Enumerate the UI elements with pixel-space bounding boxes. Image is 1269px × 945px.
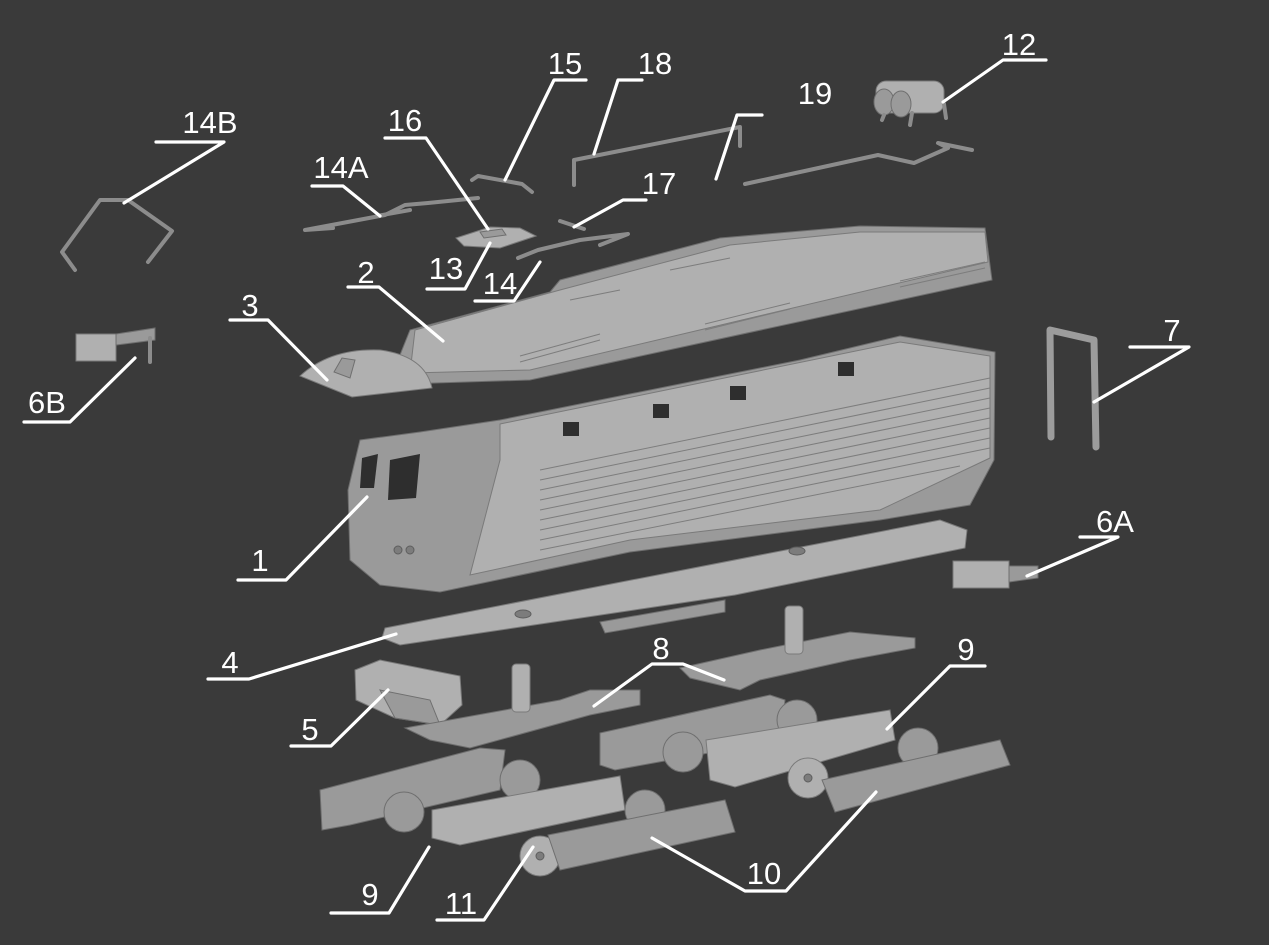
part-5-weight <box>354 659 463 726</box>
leader-line <box>22 356 137 424</box>
part-9-10-11-bogies <box>319 694 1011 877</box>
callout-6a: 6A <box>1025 504 1134 578</box>
leader-line <box>310 184 382 218</box>
leader-line <box>236 495 369 582</box>
part-6a-coupler <box>952 560 1039 589</box>
leader-line <box>885 664 987 731</box>
callout-4: 4 <box>206 632 398 681</box>
callout-label: 14B <box>182 105 237 140</box>
callout-label: 10 <box>747 856 781 891</box>
callout-5: 5 <box>289 688 390 748</box>
callout-label: 8 <box>652 631 669 666</box>
callout-9b: 9 <box>329 845 431 915</box>
callout-13: 13 <box>425 241 492 291</box>
callout-1: 1 <box>236 495 369 582</box>
leader-line <box>122 140 226 205</box>
callout-label: 14A <box>313 150 368 185</box>
callout-label: 17 <box>642 166 676 201</box>
leader-line <box>329 845 431 915</box>
part-1-body-shell <box>347 335 996 593</box>
callout-8: 8 <box>592 631 726 708</box>
callout-label: 9 <box>361 877 378 912</box>
part-7-end-frame <box>1046 326 1100 451</box>
callout-19: 19 <box>714 76 832 181</box>
leader-line <box>503 78 588 182</box>
callout-18: 18 <box>592 46 672 156</box>
callout-2: 2 <box>346 255 445 343</box>
callout-7: 7 <box>1092 313 1191 404</box>
leader-line <box>572 198 648 229</box>
leader-line <box>1092 345 1191 404</box>
leader-line <box>206 632 398 681</box>
part-6b-coupler <box>75 327 156 364</box>
part-18-rail <box>572 125 742 187</box>
part-2-roof <box>399 225 993 385</box>
callout-label: 11 <box>445 886 477 921</box>
callout-17: 17 <box>572 166 676 229</box>
callout-14a: 14A <box>310 150 382 218</box>
callout-label: 5 <box>301 712 318 747</box>
part-4-chassis-plate <box>381 519 968 646</box>
part-8-bolsters <box>403 605 916 749</box>
callout-14b: 14B <box>122 105 238 205</box>
leader-line <box>714 113 764 181</box>
leader-line <box>1025 535 1120 578</box>
leader-line <box>228 318 329 382</box>
part-15-grab-rail <box>470 174 534 194</box>
leader-line <box>941 58 1048 104</box>
callout-label: 4 <box>221 645 238 680</box>
callout-12: 12 <box>941 27 1048 104</box>
part-3-cab-roof <box>299 349 433 398</box>
part-14-17-wires <box>516 219 630 260</box>
callout-label: 19 <box>798 76 832 111</box>
callout-16: 16 <box>383 103 490 231</box>
leader-line <box>473 260 542 303</box>
callout-label: 9 <box>957 632 974 667</box>
callout-label: 18 <box>638 46 672 81</box>
callout-label: 2 <box>357 255 374 290</box>
callout-11: 11 <box>435 845 535 922</box>
callout-label: 14 <box>483 266 517 301</box>
leader-line <box>592 662 726 708</box>
leader-line <box>435 845 535 922</box>
callout-9a: 9 <box>885 632 987 731</box>
callout-label: 6A <box>1096 504 1134 539</box>
part-12-tank <box>873 80 948 127</box>
callout-label: 7 <box>1163 313 1180 348</box>
callout-15: 15 <box>503 46 588 182</box>
callout-label: 16 <box>388 103 422 138</box>
callout-10: 10 <box>650 790 878 893</box>
callout-label: 3 <box>241 288 258 323</box>
callout-3: 3 <box>228 288 329 382</box>
part-14b-handrail <box>60 198 174 272</box>
leader-line <box>592 78 644 156</box>
part-19-rail <box>743 141 974 186</box>
leader-line <box>383 136 490 231</box>
leader-line <box>289 688 390 748</box>
callout-label: 1 <box>251 543 268 578</box>
callout-14: 14 <box>473 260 542 303</box>
leader-line <box>650 790 878 893</box>
leader-line <box>346 285 445 343</box>
callout-label: 13 <box>429 251 463 286</box>
callout-6b: 6B <box>22 356 137 424</box>
leader-line <box>425 241 492 291</box>
callout-label: 12 <box>1002 27 1036 62</box>
callout-label: 6B <box>28 385 66 420</box>
part-14a-wire <box>303 196 480 232</box>
callout-label: 15 <box>548 46 582 81</box>
part-13-16-base <box>455 226 538 249</box>
